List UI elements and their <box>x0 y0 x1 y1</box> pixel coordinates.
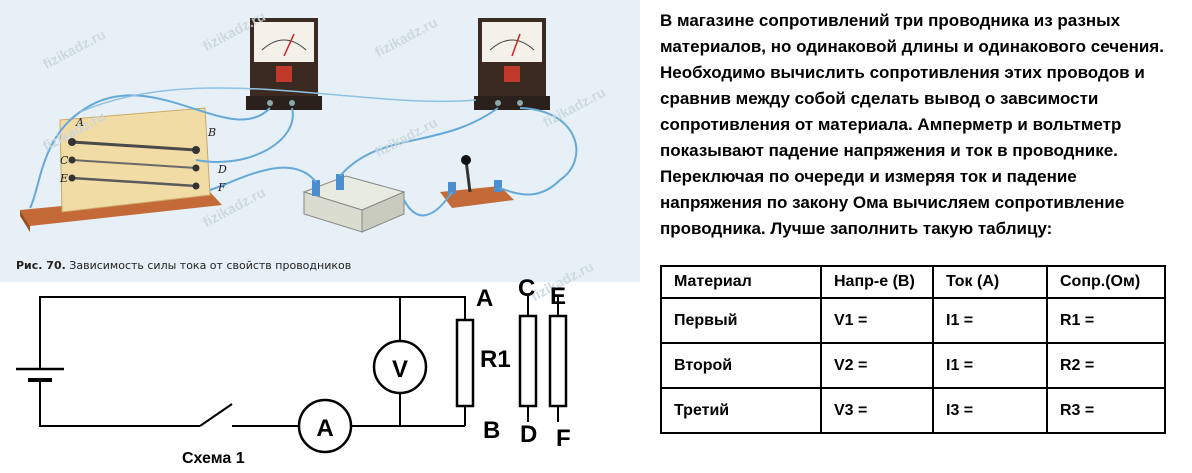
circuit-schematic: V A R1 A B C D E F <box>16 276 571 454</box>
header-resistance: Сопр.(Ом) <box>1046 265 1166 299</box>
table-cell: R3 = <box>1046 387 1166 434</box>
table-row: Первый V1 = I1 = R1 = <box>660 297 1166 344</box>
wire-cd <box>71 159 197 169</box>
terminal-label-d: D <box>217 163 227 176</box>
task-description: В магазине сопротивлений три проводника … <box>660 11 1164 238</box>
terminal-label-b: B <box>207 126 216 139</box>
table-cell: I1 = <box>932 297 1048 344</box>
resistor-ef <box>548 314 568 408</box>
table-cell: Третий <box>660 387 822 434</box>
wire-ef <box>71 176 197 188</box>
voltmeter-label: V <box>392 356 408 383</box>
table-cell: I1 = <box>932 342 1048 389</box>
wire-4 <box>499 107 578 196</box>
resistor-label: R1 <box>480 346 511 373</box>
table-cell: R2 = <box>1046 342 1166 389</box>
switch-lever <box>199 403 233 427</box>
table-cell: Первый <box>660 297 822 344</box>
table-row: Второй V2 = I1 = R2 = <box>660 342 1166 389</box>
terminal-label-a: A <box>75 116 84 129</box>
figure-number: Рис. 70. <box>16 259 66 272</box>
terminal-label-e: E <box>59 172 68 185</box>
terminal-f-label: F <box>556 425 571 452</box>
schema-caption: Схема 1 <box>182 450 245 467</box>
header-voltage: Напр-е (В) <box>820 265 934 299</box>
wire-2 <box>195 107 294 163</box>
table-header-row: Материал Напр-е (В) Ток (А) Сопр.(Ом) <box>660 265 1166 299</box>
wire-5 <box>209 166 317 191</box>
table-cell: Второй <box>660 342 822 389</box>
resistance-board <box>59 107 211 213</box>
figure-caption-text: Зависимость силы тока от свойств проводн… <box>69 259 352 272</box>
terminal-c-label: C <box>518 276 535 302</box>
board-base <box>20 192 222 226</box>
wire-3 <box>339 107 499 177</box>
terminal-e-label: E <box>550 283 566 310</box>
table-row: Третий V3 = I3 = R3 = <box>660 387 1166 434</box>
terminal-label-f: F <box>217 181 226 194</box>
table-cell: I3 = <box>932 387 1048 434</box>
terminal-b-label: B <box>483 417 500 444</box>
figure-caption: Рис. 70. Зависимость силы тока от свойст… <box>16 259 351 272</box>
wire-ab <box>71 140 197 152</box>
header-material: Материал <box>660 265 822 299</box>
table-cell: R1 = <box>1046 297 1166 344</box>
wire-1 <box>29 94 271 209</box>
ammeter-label: A <box>316 415 333 442</box>
apparatus-drawing: A B C D E F <box>20 18 578 233</box>
terminal-label-c: C <box>60 154 69 167</box>
wire-6 <box>403 191 453 217</box>
terminal-a-label: A <box>476 285 493 312</box>
table-cell: V1 = <box>820 297 934 344</box>
top-wire <box>39 296 466 361</box>
terminal-d-label: D <box>520 421 537 448</box>
resistor-cd <box>518 314 538 408</box>
header-current: Ток (А) <box>932 265 1048 299</box>
textbook-illustration: A B C D E F fizikadz.ru fizikadz.ru fizi… <box>0 0 640 304</box>
table-cell: V2 = <box>820 342 934 389</box>
results-table: Материал Напр-е (В) Ток (А) Сопр.(Ом) Пе… <box>660 265 1166 434</box>
table-cell: V3 = <box>820 387 934 434</box>
resistor-r1 <box>455 318 475 408</box>
